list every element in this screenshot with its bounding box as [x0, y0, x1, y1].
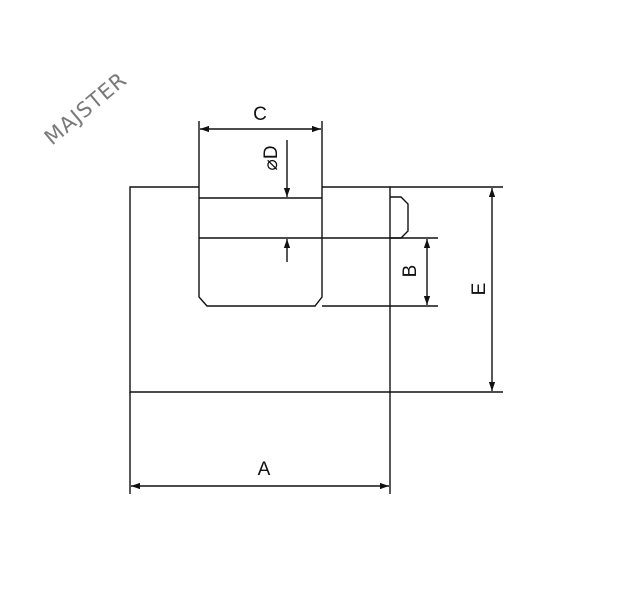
lock-body-outline	[129, 186, 391, 393]
cylinder-pin	[390, 196, 409, 239]
dimension-a-label: A	[258, 459, 271, 480]
dimension-b-label: B	[400, 265, 421, 278]
dimension-e-label: E	[469, 283, 490, 296]
majster-logo: MAJSTER	[40, 67, 132, 149]
dimension-c-label: C	[253, 104, 267, 125]
dimension-d-label: ⌀D	[261, 145, 282, 170]
shackle-outline	[198, 121, 323, 307]
